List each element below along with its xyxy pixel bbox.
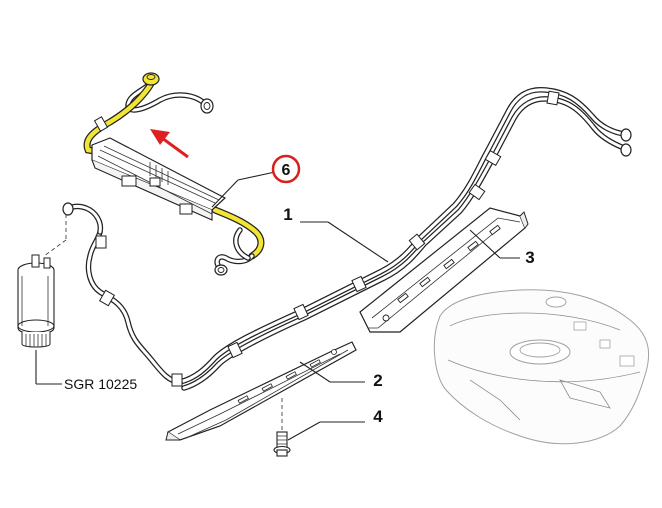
callout-6[interactable]: 6 [211,154,301,208]
part-6-assembly[interactable] [83,72,265,276]
callout-2-label: 2 [373,371,382,390]
arrow-icon [150,129,189,159]
fuel-tank-icon [433,289,650,445]
pump-ref-label: SGR 10225 [64,376,137,392]
part-1-fuel-line[interactable] [62,86,632,391]
callout-1-label: 1 [283,205,292,224]
callout-2[interactable]: 2 [299,361,383,390]
callout-3-label: 3 [525,248,534,267]
part-4-bolt[interactable] [273,398,291,457]
callout-6-label: 6 [282,162,291,179]
callout-4[interactable]: 4 [287,407,383,441]
callout-1[interactable]: 1 [283,205,389,263]
callout-pump-ref[interactable]: SGR 10225 [35,350,137,392]
part-3-bracket[interactable] [359,207,529,333]
part-2-bracket[interactable] [165,341,357,441]
fuel-pump-icon[interactable] [17,214,67,348]
callout-3[interactable]: 3 [469,229,535,267]
callout-4-label: 4 [373,407,383,426]
